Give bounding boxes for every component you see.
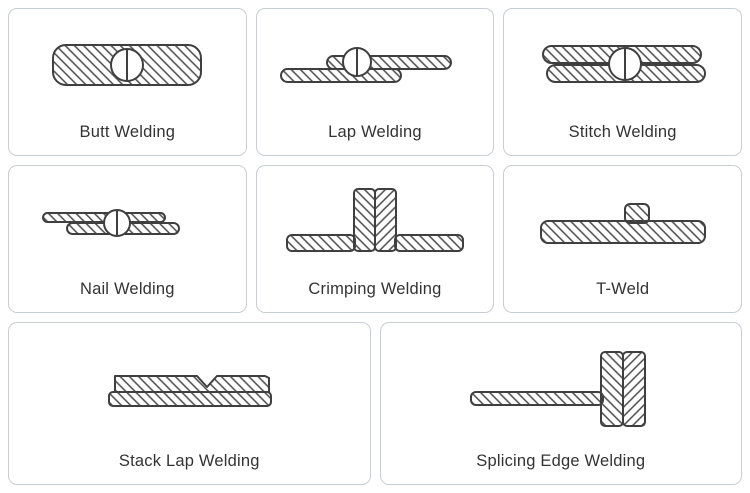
tab (623, 203, 650, 225)
base-plate-right (393, 234, 464, 253)
lap-welding-diagram (257, 9, 494, 124)
stitch-welding-diagram (504, 9, 741, 124)
splicing-edge-welding-diagram (381, 323, 742, 453)
cell-label: T-Weld (596, 279, 650, 298)
cell-label: Nail Welding (79, 279, 175, 298)
t-weld-svg (539, 203, 706, 245)
base-plate (539, 220, 706, 245)
stack-lap-welding-svg (108, 374, 273, 407)
t-weld-diagram (504, 166, 741, 281)
stitch-welding-svg (541, 45, 706, 84)
lap-welding-svg (279, 47, 452, 84)
cell-lap-welding: Lap Welding (255, 8, 495, 156)
cell-nail-welding: Nail Welding (8, 165, 247, 313)
cell-splicing-edge-welding: Splicing Edge Welding (379, 322, 742, 485)
cell-label: Butt Welding (79, 122, 176, 141)
upright-right (373, 188, 397, 253)
cell-label: Stitch Welding (568, 122, 677, 141)
cell-label: Lap Welding (328, 122, 422, 141)
plate-horizontal (469, 390, 604, 406)
crimping-welding-svg (285, 188, 464, 253)
cell-t-weld: T-Weld (503, 165, 742, 313)
stack-lap-welding-diagram (9, 323, 370, 453)
cell-label: Stack Lap Welding (118, 451, 260, 470)
upright-left (352, 188, 376, 253)
edge-plate-left (599, 350, 624, 427)
nail-welding-svg (42, 209, 181, 238)
row-3: Stack Lap Welding Splicing Edge Welding (8, 322, 742, 485)
base-plate-left (285, 234, 356, 253)
cell-label: Crimping Welding (308, 279, 442, 298)
butt-welding-diagram (9, 9, 246, 124)
cell-stack-lap-welding: Stack Lap Welding (8, 322, 371, 485)
cell-crimping-welding: Crimping Welding (255, 165, 495, 313)
plate-bottom (108, 390, 273, 407)
splicing-edge-welding-svg (469, 350, 646, 427)
row-1: Butt Welding Lap Welding (8, 8, 742, 156)
nail-welding-diagram (9, 166, 246, 281)
crimping-welding-diagram (257, 166, 494, 281)
edge-plate-right (621, 350, 646, 427)
cell-stitch-welding: Stitch Welding (503, 8, 742, 156)
butt-welding-svg (52, 44, 203, 87)
plate-bottom (279, 68, 402, 84)
cell-label: Splicing Edge Welding (476, 451, 646, 470)
plate-top-notched (114, 374, 271, 393)
cell-butt-welding: Butt Welding (8, 8, 247, 156)
row-2: Nail Welding Crimping Welding T-Weld (8, 165, 742, 313)
